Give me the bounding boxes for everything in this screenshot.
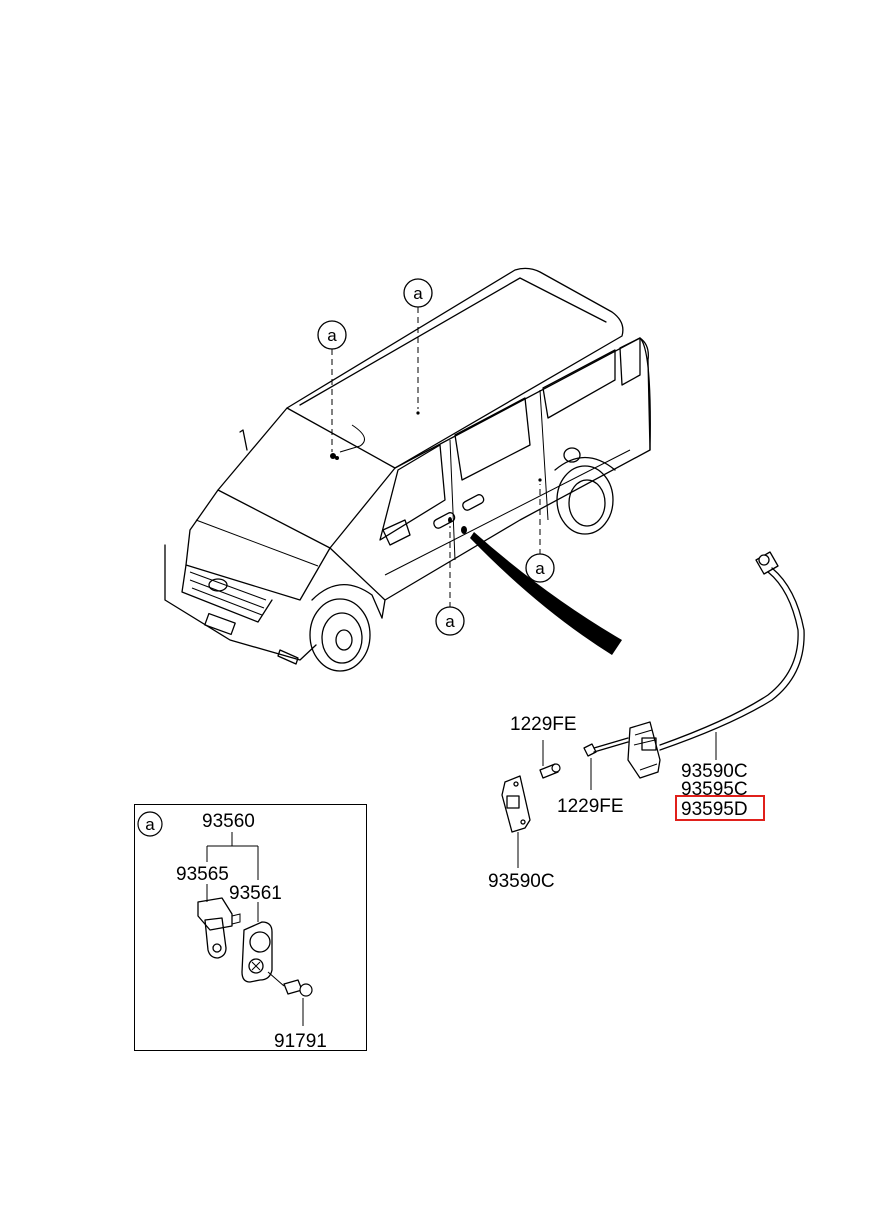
van-illustration [164,267,651,672]
callout-letter: a [445,612,455,631]
label-1229fe-bottom: 1229FE [557,796,624,817]
callout-leaders [331,307,541,608]
label-93560: 93560 [202,811,255,832]
highlight-box [675,795,765,821]
label-93561: 93561 [229,883,282,904]
callout-letter: a [413,284,423,303]
bracket-assembly [501,740,561,868]
detail-pointer [470,532,622,655]
callout-a-2: a [403,278,433,308]
label-93565: 93565 [176,864,229,885]
callout-a-3: a [525,553,555,583]
label-91791: 91791 [274,1031,327,1052]
detail-callout-letter: a [145,815,155,834]
callout-a-4: a [435,606,465,636]
switch-cable-assembly [583,551,805,790]
label-93590c-left: 93590C [488,871,555,892]
label-93595c: 93595C [681,779,748,800]
label-1229fe-top: 1229FE [510,714,577,735]
label-93595d: 93595D [681,799,748,820]
callout-letter: a [327,326,337,345]
callout-letter: a [535,559,545,578]
detail-box-a: a [134,804,367,1051]
callout-a-1: a [317,320,347,350]
label-93590c-right: 93590C [681,761,748,782]
